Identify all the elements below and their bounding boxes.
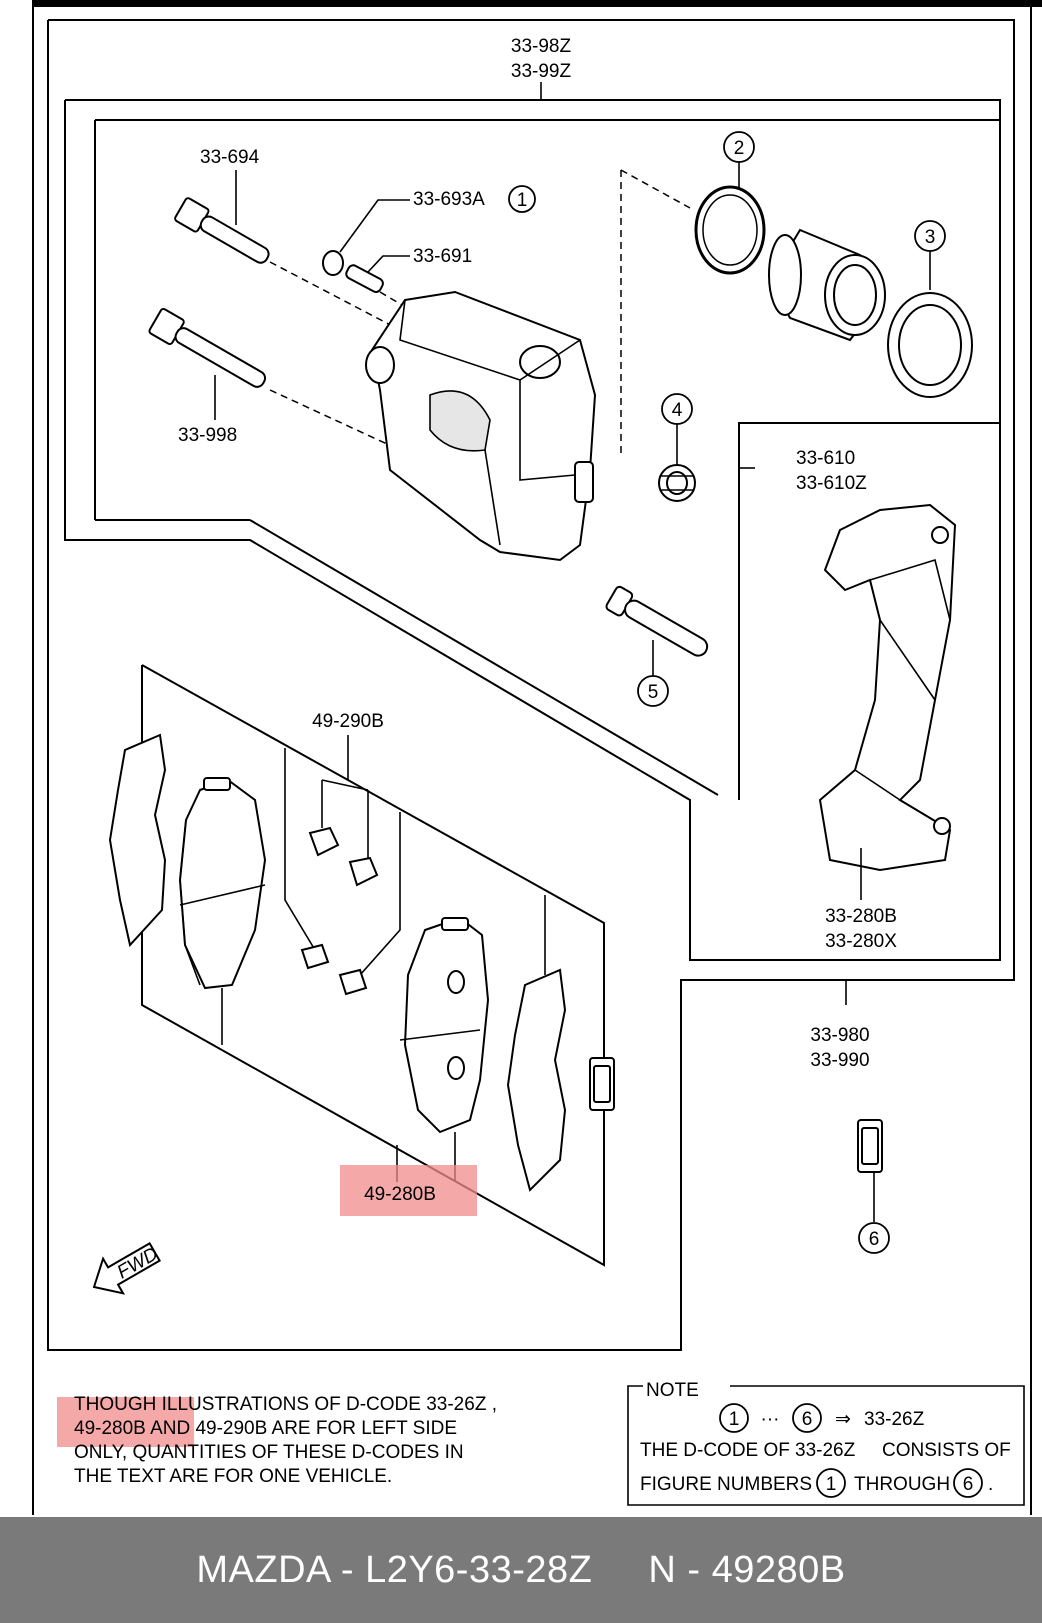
pad-clip-2 [348,856,379,887]
note-arrow: ⇒ [835,1409,851,1430]
parts-diagram: 33-98Z 33-99Z 33-694 33-998 33-693A 1 33… [32,0,1042,1515]
figure-number-1: 1 [517,190,528,211]
label-part-693: 33-693A [413,189,485,210]
footer-mazda-part: MAZDA - L2Y6-33-28Z [196,1548,593,1591]
dust-boot-inner [898,304,962,386]
top-border-bar [32,0,1042,7]
dash-bleeder [379,291,403,306]
figure-number-6: 6 [869,1229,880,1250]
pad-clip-1 [308,826,340,857]
note-line3-a: FIGURE NUMBERS [640,1474,812,1495]
note-range-start: 1 [729,1409,740,1430]
pads-highlight [340,1165,477,1216]
note-line3-end: . [988,1474,993,1495]
note-line-3: ONLY, QUANTITIES OF THESE D-CODES IN [74,1442,464,1463]
note-line-4: THE TEXT ARE FOR ONE VEHICLE. [74,1466,392,1487]
leader-clips-bracket [284,748,316,951]
footer-oem-part: N - 49280B [648,1548,846,1591]
brake-pad-right [399,916,490,1134]
label-kit-1: 33-980 [810,1025,869,1046]
label-bolt-top: 33-694 [200,147,260,168]
note-title: NOTE [646,1380,699,1401]
piston-seal [694,185,766,275]
note-ellipsis: ··· [761,1409,780,1430]
frame-assembly-outer [47,19,1015,1351]
figure-number-5-badge [637,675,669,707]
pad-shim-left [108,733,167,948]
brake-pad-left [178,777,267,990]
guide-bolt-bottom [148,307,267,388]
note-line3-end-num: 6 [963,1474,974,1495]
label-pads: 49-280B [364,1184,436,1205]
figure-number-4: 4 [672,400,683,421]
pad-clip-3 [300,943,330,970]
leader-clips-top [321,779,369,791]
frame-caliper-diag [249,519,719,796]
note-line2-code: 33-26Z [795,1440,856,1461]
caliper-mounting-bracket [818,503,957,872]
figure-number-2: 2 [734,138,745,159]
pad-shim-right [506,968,567,1192]
guide-pin [605,585,709,657]
frame-caliper [95,119,1001,800]
dash-bolt-top [269,261,401,331]
leader-part-693 [339,199,410,253]
dash-caliper-top [620,169,691,209]
grease-pack [857,1119,883,1173]
caliper-piston [768,228,886,342]
label-bracket-1: 33-610 [796,448,855,469]
fwd-arrow: FWD [92,1241,162,1295]
note-box: NOTE 1 ··· 6 ⇒ 33-26Z THE D-CODE OF 33-2… [627,1380,1025,1506]
bleeder-cap [322,250,344,276]
figure-number-3: 3 [925,227,936,248]
bleeder-screw [345,264,384,293]
figure-number-5: 5 [648,682,659,703]
note-line-1: THOUGH ILLUSTRATIONS OF D-CODE 33-26Z , [74,1394,497,1415]
note-line3-start: 1 [826,1474,837,1495]
note-range-end: 6 [802,1409,813,1430]
label-kit-2: 33-990 [810,1050,869,1071]
figure-number-1-badge [508,185,536,213]
label-mount-1: 33-280B [825,906,897,927]
note-highlight [57,1397,194,1447]
grease-pack-pad [589,1057,615,1111]
label-bracket-2: 33-610Z [796,473,867,494]
pad-clip-4 [338,968,368,996]
label-mount-2: 33-280X [825,931,897,952]
note-line2-a: THE D-CODE OF [640,1440,790,1461]
part-number-footer: MAZDA - L2Y6-33-28Z N - 49280B [0,1517,1042,1623]
note-target: 33-26Z [864,1409,925,1430]
label-clips: 49-290B [312,711,384,732]
label-assy-2: 33-99Z [511,61,572,82]
pin-boot [658,464,696,502]
leader-part-691 [367,255,410,273]
guide-bolt-top [174,197,270,264]
label-assy-1: 33-98Z [511,36,572,57]
label-bolt-bottom: 33-998 [178,425,237,446]
leader-clips-right [359,812,401,976]
note-line2-b: CONSISTS OF [882,1440,1011,1461]
note-line3-mid: THROUGH [854,1474,950,1495]
caliper-body [365,290,597,562]
piston-seal-inner [702,194,758,266]
label-part-691: 33-691 [413,246,472,267]
note-line-2: 49-280B AND 49-290B ARE FOR LEFT SIDE [74,1418,457,1439]
figure-number-6-badge [858,1222,890,1254]
